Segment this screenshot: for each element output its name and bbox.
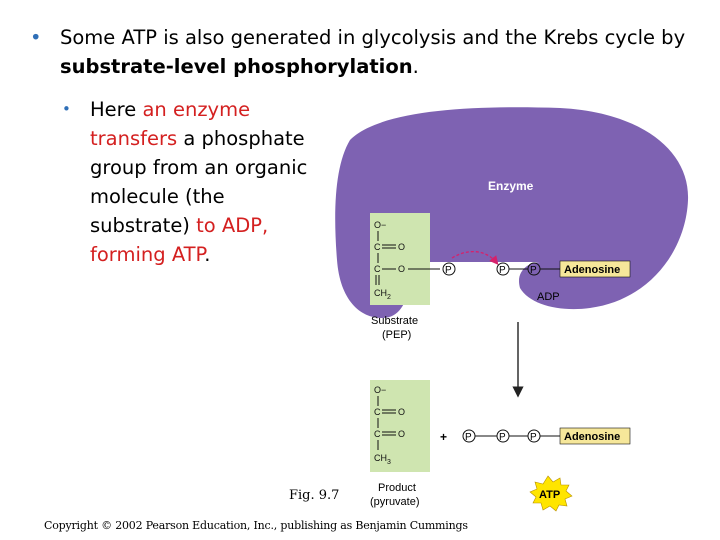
atp-burst-icon xyxy=(529,475,573,512)
bullet-2-here: Here xyxy=(90,98,143,121)
bullet-2-red-adp: to ADP, forming ATP xyxy=(90,214,269,266)
bullet-icon: • xyxy=(62,100,71,118)
p-symbol-pep: P xyxy=(445,265,452,276)
pyr-o-minus: O− xyxy=(374,385,386,395)
pep-o2: O xyxy=(398,264,405,274)
substrate-label: Substrate xyxy=(371,315,418,327)
p-circle-pep xyxy=(442,262,456,276)
pep-o1: O xyxy=(398,242,405,252)
bullet-1-text-end: . xyxy=(412,55,419,78)
pyr-o2: O xyxy=(398,429,405,439)
pep-c2: C xyxy=(374,264,381,274)
pyr-c1: C xyxy=(374,407,381,417)
atp-label: ATP xyxy=(539,489,560,501)
pyr-c2: C xyxy=(374,429,381,439)
adp-label: ADP xyxy=(537,291,560,303)
atp-molecule: P P P Adenosine xyxy=(462,427,631,445)
pyr-o1: O xyxy=(398,407,405,417)
bullet-1-text: Some ATP is also generated in glycolysis… xyxy=(60,23,700,81)
figure-label: Fig. 9.7 xyxy=(289,488,340,503)
enzyme-label: Enzyme xyxy=(488,179,534,193)
p-symbol-adp-1: P xyxy=(499,265,506,276)
bullet-2-end: . xyxy=(204,243,211,266)
adenosine-box-bottom xyxy=(559,427,631,445)
pep-structure: O− C O C O CH2 xyxy=(374,220,405,301)
adenosine-label-bottom: Adenosine xyxy=(564,431,620,443)
product-label: Product xyxy=(378,482,416,494)
pyr-ch3: CH3 xyxy=(374,453,391,466)
bullet-2-middle: a phosphate group from an organic molecu… xyxy=(90,127,308,237)
adp-molecule: P P Adenosine xyxy=(496,260,631,278)
pyruvate-structure: O− C O C O CH3 xyxy=(374,385,405,466)
adenosine-label-top: Adenosine xyxy=(564,264,620,276)
copyright-notice: Copyright © 2002 Pearson Education, Inc.… xyxy=(44,519,468,532)
p-symbol-atp-1: P xyxy=(465,432,472,443)
bullet-1-text-start: Some ATP is also generated in glycolysis… xyxy=(60,26,686,49)
bullet-2-text: Here an enzyme transfers a phosphate gro… xyxy=(90,95,322,269)
substrate-pep-label: (PEP) xyxy=(382,329,411,341)
bullet-icon: • xyxy=(30,26,42,49)
pep-o-minus: O− xyxy=(374,220,386,230)
p-symbol-atp-2: P xyxy=(499,432,506,443)
product-box xyxy=(370,380,430,472)
p-symbol-atp-3: P xyxy=(530,432,537,443)
adenosine-box-top xyxy=(559,260,631,278)
product-pyruvate-label: (pyruvate) xyxy=(370,496,420,508)
bullet-point-2: • Here an enzyme transfers a phosphate g… xyxy=(62,95,322,269)
plus-sign: + xyxy=(440,430,447,444)
pep-c1: C xyxy=(374,242,381,252)
substrate-box xyxy=(370,213,430,305)
bullet-point-1: • Some ATP is also generated in glycolys… xyxy=(30,23,700,81)
pep-ch2: CH2 xyxy=(374,288,391,301)
p-symbol-adp-2: P xyxy=(530,265,537,276)
bullet-1-text-bold: substrate-level phosphorylation xyxy=(60,55,413,78)
bullet-2-red-enzyme: an enzyme transfers xyxy=(90,98,251,150)
phosphate-transfer-arrow xyxy=(451,251,499,265)
